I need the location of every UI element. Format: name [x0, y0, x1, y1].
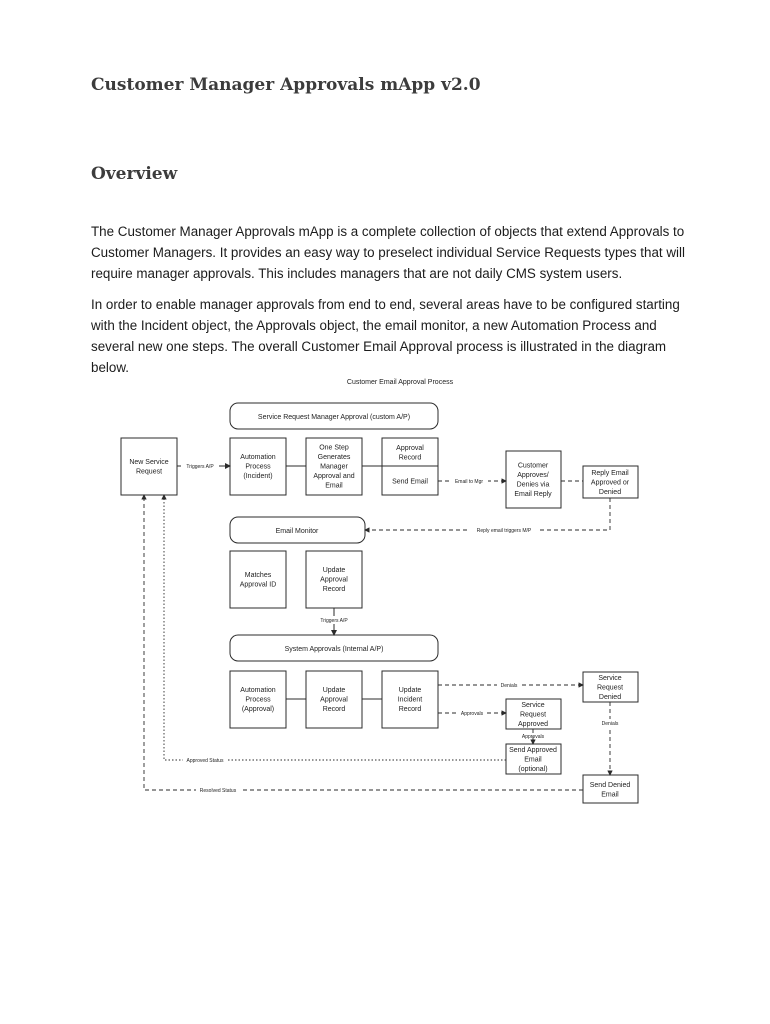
label-approvals-2: Approvals	[522, 734, 545, 740]
box-send-approved-email	[505, 743, 562, 775]
new-service-request-label-line: New Service	[129, 459, 168, 466]
new-service-request-label-line: Request	[136, 468, 162, 475]
diagram-title: Customer Email Approval Process	[347, 379, 454, 386]
send-approved-email-label-line: (optional)	[518, 766, 547, 773]
overview-heading: Overview	[91, 164, 178, 184]
sr-approved-label-line: Request	[520, 712, 546, 719]
automation-incident-label-line: Automation	[240, 454, 276, 461]
box-one-step	[305, 437, 363, 496]
send-approved-email-label-line: Email	[524, 757, 542, 764]
box-update-approval-record-2	[305, 670, 363, 729]
box-sr-denied	[582, 671, 639, 703]
update-incident-record-label-line: Update	[399, 687, 422, 694]
send-denied-email-label-line: Email	[601, 791, 619, 798]
update-approval-record-2-label-line: Approval	[320, 697, 348, 704]
label-triggers-ap-1: Triggers A/P	[186, 464, 214, 470]
box-automation-approval	[229, 670, 287, 729]
matches-approval-id-label-line: Matches	[245, 572, 272, 579]
send-email-label-line: Send Email	[392, 479, 428, 486]
automation-incident-label-line: (Incident)	[243, 473, 272, 480]
group-sr-manager-approval	[229, 402, 439, 430]
send-denied-email-label-line: Send Denied	[590, 782, 631, 789]
one-step-label-line: Email	[325, 483, 343, 490]
box-customer-approves	[505, 450, 562, 509]
approval-record-label-line: Record	[399, 454, 422, 461]
customer-approves-label-line: Denies via	[517, 481, 550, 488]
label-email-to-mgr: Email to Mgr	[455, 479, 483, 485]
update-approval-record-1-label-line: Update	[323, 567, 346, 574]
document-title: Customer Manager Approvals mApp v2.0	[91, 75, 481, 95]
customer-approves-label-line: Approves/	[517, 472, 549, 479]
label-approved-status: Approved Status	[187, 758, 224, 764]
matches-approval-id-label-line: Approval ID	[240, 581, 277, 588]
label-denials-2: Denials	[602, 721, 619, 727]
label-resolved-status: Resolved Status	[200, 788, 237, 794]
customer-approves-label-line: Customer	[518, 462, 549, 469]
one-step-label-line: Manager	[320, 464, 348, 471]
reply-email-label-line: Reply Email	[591, 470, 629, 477]
automation-approval-label-line: Automation	[240, 687, 276, 694]
label-triggers-ap-2: Triggers A/P	[320, 618, 348, 624]
sr-approved-label-line: Service	[521, 702, 544, 709]
sr-denied-label-line: Denied	[599, 694, 621, 701]
approval-record-label-line: Approval	[396, 445, 424, 452]
customer-approves-label-line: Email Reply	[514, 491, 552, 498]
automation-incident-label-line: Process	[245, 464, 271, 471]
sr-denied-label-line: Request	[597, 685, 623, 692]
update-approval-record-2-label-line: Record	[323, 706, 346, 713]
automation-approval-label-line: (Approval)	[242, 706, 274, 713]
one-step-label-line: One Step	[319, 445, 349, 452]
box-automation-incident	[229, 437, 287, 496]
box-reply-email	[582, 465, 639, 499]
overview-paragraph-1: The Customer Manager Approvals mApp is a…	[91, 224, 685, 281]
update-approval-record-1-label-line: Record	[323, 586, 346, 593]
one-step-label-line: Generates	[318, 454, 351, 461]
box-send-denied-email	[582, 774, 639, 804]
box-sr-approved	[505, 698, 562, 730]
group-email-monitor-label: Email Monitor	[276, 528, 319, 535]
overview-paragraph-2: In order to enable manager approvals fro…	[91, 297, 680, 375]
reply-email-label-line: Denied	[599, 489, 621, 496]
box-matches-approval-id	[229, 550, 287, 609]
group-system-approvals-label: System Approvals (Internal A/P)	[285, 646, 384, 653]
group-sr-manager-approval-label: Service Request Manager Approval (custom…	[258, 414, 410, 421]
update-approval-record-1-label-line: Approval	[320, 577, 348, 584]
one-step-label-line: Approval and	[313, 473, 354, 480]
label-denials-1: Denials	[501, 683, 518, 689]
label-reply-triggers: Reply email triggers M/P	[477, 528, 532, 534]
reply-email-label-line: Approved or	[591, 480, 630, 487]
sr-denied-label-line: Service	[598, 675, 621, 682]
sr-approved-label-line: Approved	[518, 721, 548, 728]
update-approval-record-2-label-line: Update	[323, 687, 346, 694]
automation-approval-label-line: Process	[245, 697, 271, 704]
update-incident-record-label-line: Record	[399, 706, 422, 713]
box-new-service-request	[120, 437, 178, 496]
label-approvals-1: Approvals	[461, 711, 484, 717]
box-update-approval-record-1	[305, 550, 363, 609]
box-update-incident-record	[381, 670, 439, 729]
update-incident-record-label-line: Incident	[398, 697, 423, 704]
send-approved-email-label-line: Send Approved	[509, 747, 557, 754]
